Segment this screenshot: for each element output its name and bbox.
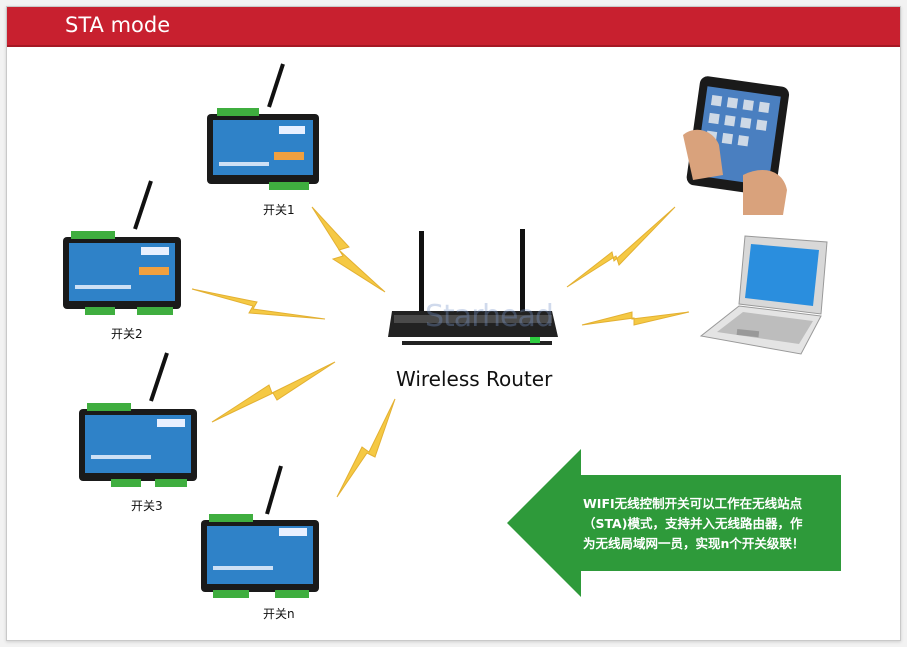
signal-bolt-6 xyxy=(581,311,690,326)
callout-line-1: WIFI无线控制开关可以工作在无线站点 xyxy=(583,496,803,511)
controller-device-1 xyxy=(199,62,329,206)
device-label-3: 开关3 xyxy=(131,499,163,513)
watermark: Starhead xyxy=(425,299,554,334)
device-label-1: 开关1 xyxy=(263,203,295,217)
callout-arrow xyxy=(507,449,841,597)
slide-title: STA mode xyxy=(65,13,171,37)
title-bar: STA mode xyxy=(7,7,900,47)
tablet-icon xyxy=(683,75,793,219)
laptop-icon xyxy=(697,232,837,366)
controller-device-3 xyxy=(71,351,211,500)
slide: STA mode 开关1 xyxy=(6,6,901,641)
signal-bolt-4 xyxy=(336,398,396,498)
signal-bolt-3 xyxy=(211,361,336,423)
signal-bolt-2 xyxy=(191,288,326,320)
signal-bolt-1 xyxy=(311,206,386,293)
wireless-signals xyxy=(191,206,690,498)
controller-device-n xyxy=(193,462,333,611)
wireless-router xyxy=(382,225,562,369)
callout-line-3: 为无线局域网一员，实现n个开关级联！ xyxy=(583,536,805,551)
signal-bolt-5 xyxy=(566,206,676,288)
controller-device-2 xyxy=(55,179,195,328)
router-label: Wireless Router xyxy=(396,367,553,391)
device-label-n: 开关n xyxy=(263,607,295,621)
callout-text: WIFI无线控制开关可以工作在无线站点 （STA)模式，支持并入无线路由器，作 … xyxy=(583,494,841,554)
callout-line-2: （STA)模式，支持并入无线路由器，作 xyxy=(583,516,803,531)
device-label-2: 开关2 xyxy=(111,327,143,341)
